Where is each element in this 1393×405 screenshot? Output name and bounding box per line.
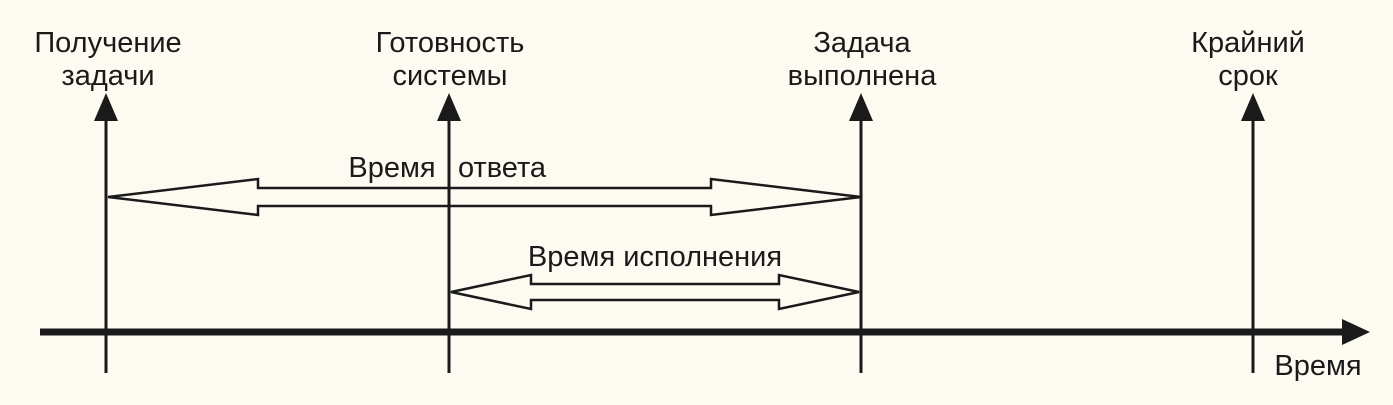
- event-task-received-label-line1: Получение: [34, 27, 181, 59]
- event-system-ready-label-line2: системы: [392, 60, 507, 92]
- event-task-done-label-line1: Задача: [813, 27, 911, 59]
- event-deadline-label-line2: срок: [1218, 60, 1278, 92]
- event-task-done: Задача выполнена: [788, 27, 938, 373]
- response-time-double-arrow: [107, 177, 862, 217]
- event-task-received-label-line2: задачи: [61, 60, 154, 92]
- event-deadline-arrowhead: [1241, 93, 1265, 121]
- event-task-received: Получение задачи: [34, 27, 182, 373]
- event-system-ready-arrowhead: [437, 93, 461, 121]
- event-task-done-label-line2: выполнена: [788, 60, 938, 92]
- response-time-label-word2: ответа: [458, 152, 547, 184]
- time-axis-arrowhead: [1342, 319, 1370, 345]
- event-system-ready-label-line1: Готовность: [376, 27, 525, 59]
- event-task-received-arrowhead: [94, 93, 118, 121]
- response-time-label-word1: Время: [348, 152, 435, 184]
- time-axis-label: Время: [1274, 350, 1361, 382]
- event-deadline: Крайний срок: [1191, 27, 1305, 373]
- execution-time-double-arrow: [450, 273, 860, 311]
- event-task-done-arrowhead: [849, 93, 873, 121]
- execution-time-label: Время исполнения: [528, 241, 782, 273]
- event-deadline-label-line1: Крайний: [1191, 27, 1305, 59]
- event-system-ready: Готовность системы: [376, 27, 525, 373]
